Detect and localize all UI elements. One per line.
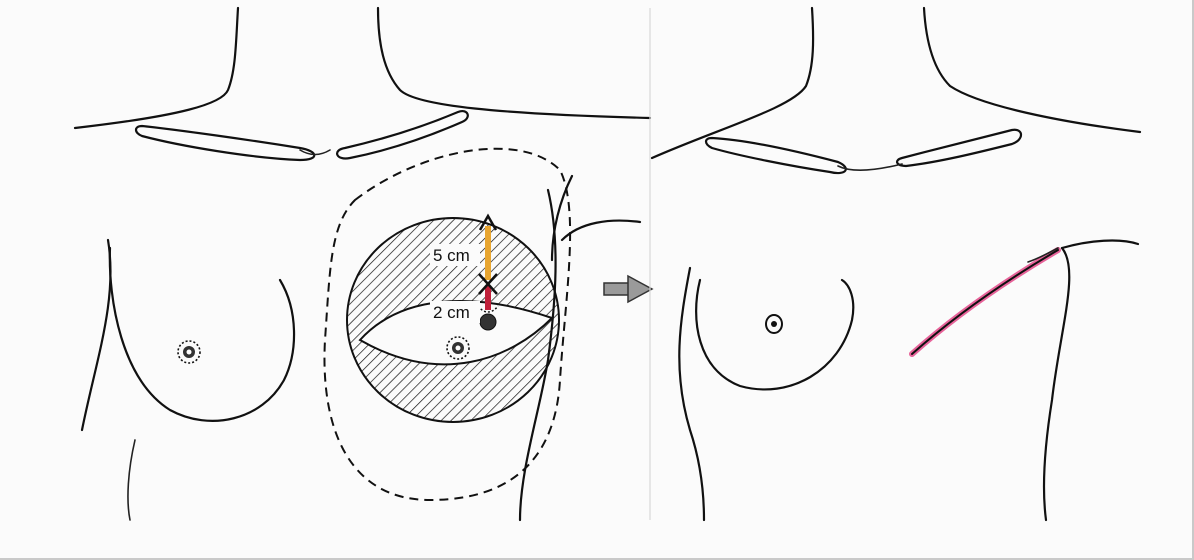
arm-line [562, 221, 640, 240]
label-5cm: 5 cm [433, 246, 470, 265]
after-right-torso [1044, 248, 1069, 520]
neck-left-line [75, 8, 238, 128]
neck-right-line [378, 8, 650, 118]
after-left-torso [679, 268, 704, 520]
after-neck-left [652, 8, 813, 158]
after-neck-right [924, 8, 1140, 132]
after-clavicle-right [897, 130, 1021, 166]
after-nipple [766, 315, 782, 333]
after-arm-line [1062, 241, 1138, 248]
sternal-notch [300, 150, 330, 155]
left-nipple [178, 341, 200, 363]
after-panel [652, 8, 1140, 520]
before-panel: 5 cm 2 cm [75, 8, 650, 520]
incision-scar-highlight [912, 250, 1058, 354]
clavicle-right [337, 111, 468, 158]
label-2cm: 2 cm [433, 303, 470, 322]
left-torso-outline [82, 240, 111, 430]
after-clavicle-left [706, 138, 846, 173]
after-left-breast [696, 280, 853, 389]
clavicle-left [136, 126, 314, 160]
left-side-line [128, 440, 135, 520]
left-breast-outline [110, 248, 294, 421]
tumor-marker [480, 314, 496, 330]
right-arrow-icon [604, 276, 652, 302]
after-sternal-notch [838, 164, 902, 170]
